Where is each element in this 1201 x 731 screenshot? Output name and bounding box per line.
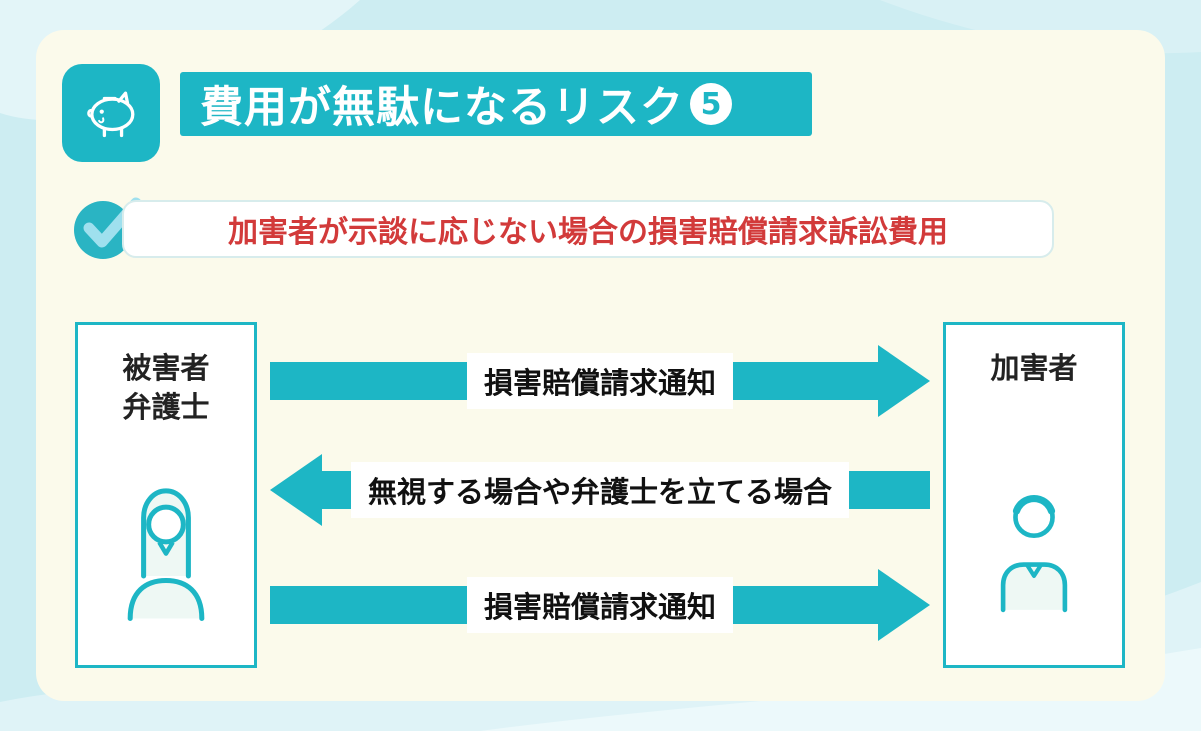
- actor-label-line1: 被害者: [122, 351, 210, 385]
- arrow-claim-notice-1: 損害賠償請求通知: [270, 345, 930, 417]
- title-number-badge: 5: [690, 83, 732, 125]
- arrow-left-head-icon: [270, 454, 322, 526]
- title-bar: 費用が無駄になるリスク 5: [180, 72, 812, 136]
- callout-pill: 加害者が示談に応じない場合の損害賠償請求訴訟費用: [122, 200, 1054, 258]
- arrow-label: 損害賠償請求通知: [466, 353, 734, 409]
- actor-label-perpetrator: 加害者: [990, 349, 1077, 388]
- arrow-right-head-icon: [878, 345, 930, 417]
- actor-label-line2: 弁護士: [122, 390, 210, 425]
- callout-text: 加害者が示談に応じない場合の損害賠償請求訴訟費用: [228, 215, 948, 250]
- arrow-claim-notice-2: 損害賠償請求通知: [270, 569, 930, 641]
- male-person-icon: [1000, 495, 1068, 613]
- page-title: 費用が無駄になるリスク: [200, 83, 684, 133]
- actor-box-victim-lawyer: 被害者 弁護士: [75, 322, 257, 668]
- female-person-icon: [127, 488, 205, 622]
- actor-label-victim-lawyer: 被害者 弁護士: [122, 349, 209, 427]
- actor-box-perpetrator: 加害者: [943, 322, 1125, 668]
- arrow-label: 無視する場合や弁護士を立てる場合: [350, 462, 850, 518]
- arrow-right-head-icon: [878, 569, 930, 641]
- actor-label-line1: 加害者: [990, 351, 1078, 385]
- infographic-card: 費用が無駄になるリスク 5 加害者が示談に応じない場合の損害賠償請求訴訟費用 被…: [36, 30, 1165, 701]
- piggy-bank-icon: [62, 64, 160, 162]
- arrow-ignore-or-lawyer: 無視する場合や弁護士を立てる場合: [270, 454, 930, 526]
- arrow-label: 損害賠償請求通知: [466, 577, 734, 633]
